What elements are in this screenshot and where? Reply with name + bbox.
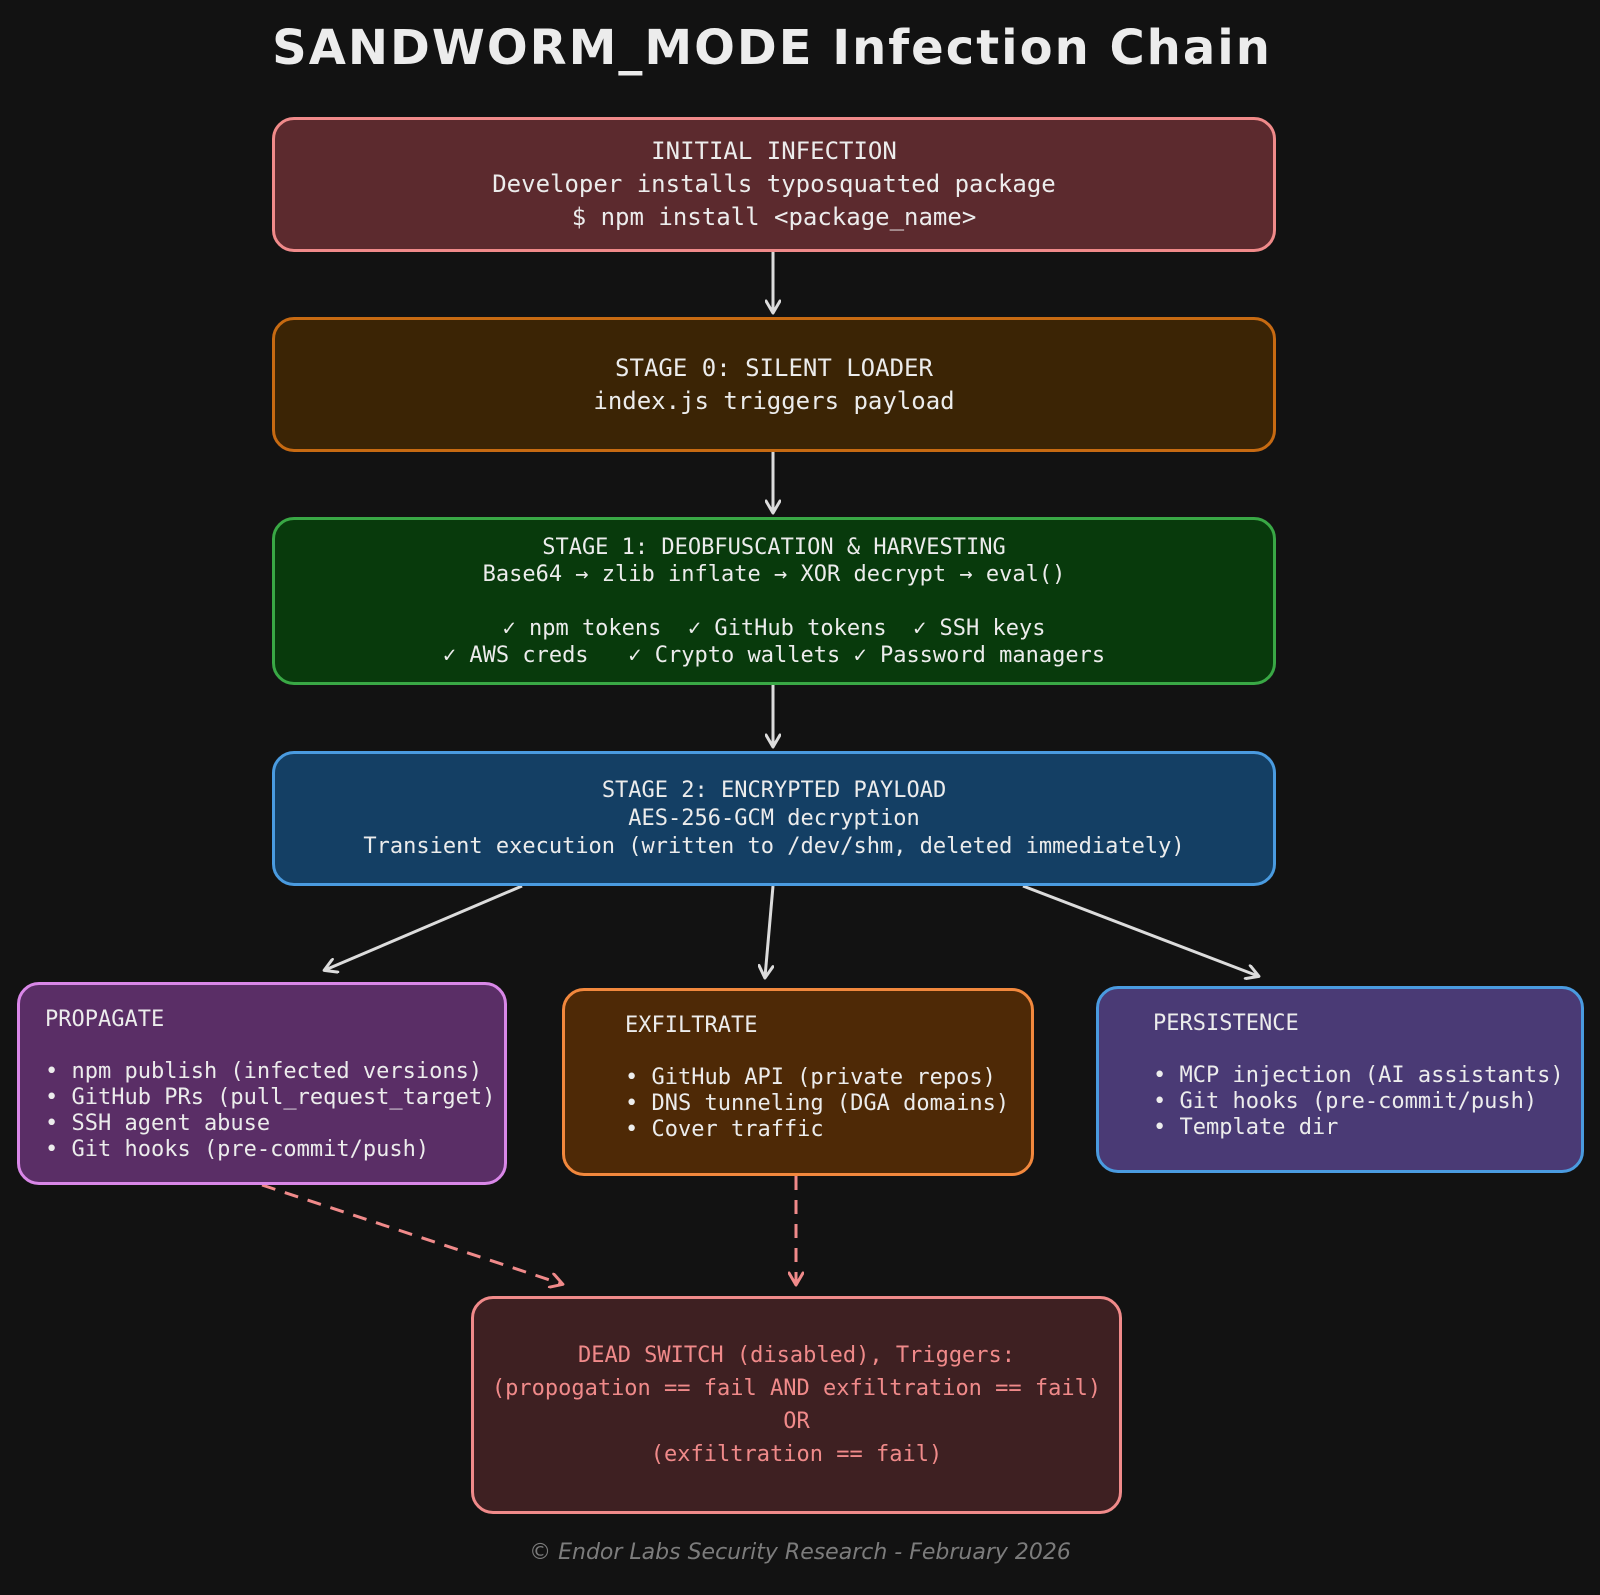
stage1-box: STAGE 1: DEOBFUSCATION & HARVESTING Base… — [272, 517, 1276, 685]
stage2-decryption: AES-256-GCM decryption — [628, 805, 920, 831]
stage1-heading: STAGE 1: DEOBFUSCATION & HARVESTING — [542, 534, 1006, 560]
copyright-footer: © Endor Labs Security Research - Februar… — [529, 1540, 1071, 1565]
exfiltrate-heading: EXFILTRATE — [625, 1013, 758, 1038]
exfiltrate-item: • Cover traffic — [625, 1117, 824, 1142]
exfiltrate-item: • GitHub API (private repos) — [625, 1065, 996, 1090]
persistence-heading: PERSISTENCE — [1153, 1011, 1299, 1036]
dead-switch-or: OR — [783, 1409, 810, 1434]
propagate-item: • Git hooks (pre-commit/push) — [45, 1137, 430, 1162]
stage2-execution: Transient execution (written to /dev/shm… — [363, 833, 1185, 859]
stage0-box: STAGE 0: SILENT LOADER index.js triggers… — [272, 317, 1276, 452]
exfiltrate-item: • DNS tunneling (DGA domains) — [625, 1091, 1010, 1116]
dead-switch-heading: DEAD SWITCH (disabled), Triggers: — [577, 1343, 1016, 1368]
stage2-box: STAGE 2: ENCRYPTED PAYLOAD AES-256-GCM d… — [272, 751, 1276, 886]
propagate-heading: PROPAGATE — [45, 1007, 165, 1032]
dead-switch-condition-1: (propogation == fail AND exfiltration ==… — [491, 1376, 1102, 1401]
stage1-pipeline: Base64 → zlib inflate → XOR decrypt → ev… — [482, 561, 1066, 587]
persistence-item: • MCP injection (AI assistants) — [1153, 1063, 1564, 1088]
dashed-arrow-propagate-to-dead-switch — [261, 1183, 562, 1284]
stage0-description: index.js triggers payload — [593, 386, 955, 415]
propagate-box: PROPAGATE • npm publish (infected versio… — [17, 982, 507, 1185]
stage1-harvest-row-1: ✓ npm tokens ✓ GitHub tokens ✓ SSH keys — [502, 615, 1046, 641]
persistence-box: PERSISTENCE • MCP injection (AI assistan… — [1096, 986, 1584, 1173]
stage1-harvest-row-2: ✓ AWS creds ✓ Crypto wallets ✓ Password … — [442, 642, 1106, 668]
dead-switch-condition-2: (exfiltration == fail) — [650, 1442, 943, 1467]
exfiltrate-box: EXFILTRATE • GitHub API (private repos) … — [562, 988, 1034, 1176]
persistence-item: • Template dir — [1153, 1115, 1339, 1140]
diagram-title: SANDWORM_MODE Infection Chain — [272, 20, 1272, 76]
initial-command: $ npm install <package_name> — [571, 203, 977, 231]
propagate-item: • SSH agent abuse — [45, 1111, 271, 1136]
initial-heading: INITIAL INFECTION — [651, 137, 897, 165]
initial-description: Developer installs typosquatted package — [492, 170, 1056, 198]
stage2-heading: STAGE 2: ENCRYPTED PAYLOAD — [601, 777, 947, 803]
arrow-stage2-to-persistence — [1022, 884, 1258, 976]
initial-infection-box: INITIAL INFECTION Developer installs typ… — [272, 117, 1276, 252]
arrow-stage2-to-propagate — [325, 884, 523, 970]
propagate-item: • GitHub PRs (pull_request_target) — [45, 1085, 496, 1110]
persistence-item: • Git hooks (pre-commit/push) — [1153, 1089, 1538, 1114]
stage0-heading: STAGE 0: SILENT LOADER — [615, 353, 933, 382]
arrow-stage2-to-exfiltrate — [765, 885, 775, 977]
propagate-item: • npm publish (infected versions) — [45, 1059, 483, 1084]
dead-switch-box: DEAD SWITCH (disabled), Triggers: (propo… — [471, 1296, 1122, 1514]
